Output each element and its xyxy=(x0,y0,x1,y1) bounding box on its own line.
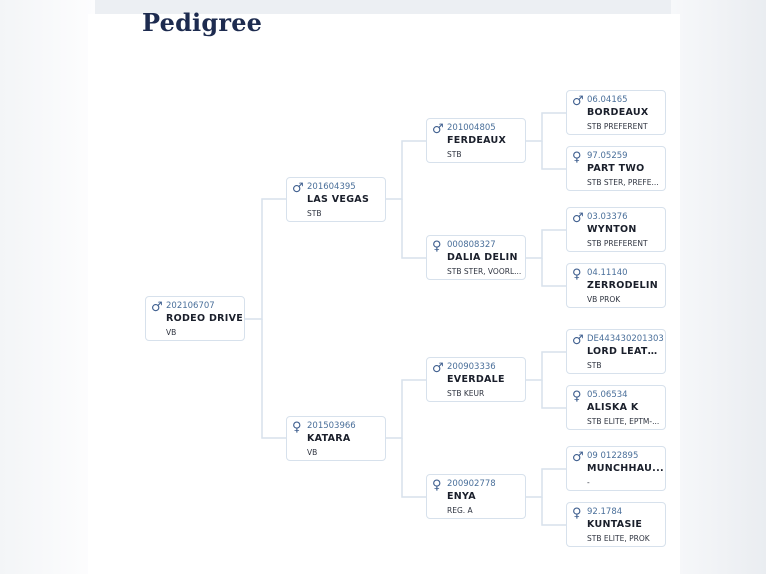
registration-number: 000808327 xyxy=(447,240,496,250)
registration-number: 06.04165 xyxy=(587,95,628,105)
studbook: STB xyxy=(587,361,602,370)
registration-number: 200903336 xyxy=(447,362,496,372)
registration-number: 05.06534 xyxy=(587,390,628,400)
connector-dalia-dam xyxy=(541,258,566,287)
connector-enya-sire xyxy=(525,468,566,498)
studbook: STB PREFERENT xyxy=(587,122,648,131)
registration-number: 09 0122895 xyxy=(587,451,639,461)
studbook: VB xyxy=(307,448,318,457)
connector-enya-dam xyxy=(541,497,566,526)
studbook: STB xyxy=(307,209,322,218)
female-icon: ♀ xyxy=(572,506,582,521)
registration-number: DE443430201303 xyxy=(587,334,664,344)
male-icon: ♂ xyxy=(572,94,584,109)
female-icon: ♀ xyxy=(572,150,582,165)
horse-name: WYNTON xyxy=(587,224,637,235)
horse-card-sss[interactable]: ♂ 06.04165 BORDEAUX STB PREFERENT xyxy=(566,90,666,135)
connector-subject-dam xyxy=(261,319,286,439)
connector-everdale-dam xyxy=(541,380,566,409)
connector-sire-sire xyxy=(385,140,426,200)
horse-name: FERDEAUX xyxy=(447,135,507,146)
male-icon: ♂ xyxy=(151,300,163,315)
page-title: Pedigree xyxy=(142,8,263,37)
horse-card-dds[interactable]: ♂ 09 0122895 MÜNCHHAU... - xyxy=(566,446,666,491)
studbook: STB ELITE, PROK xyxy=(587,534,650,543)
registration-number: 200902778 xyxy=(447,479,496,489)
connector-ferdeaux-dam xyxy=(541,141,566,170)
connector-everdale-sire xyxy=(525,351,566,381)
studbook: VB xyxy=(166,328,177,337)
male-icon: ♂ xyxy=(572,450,584,465)
studbook: STB STER, VOORL... xyxy=(447,267,522,276)
studbook: REG. A xyxy=(447,506,473,515)
horse-name: BORDEAUX xyxy=(587,107,649,118)
studbook: STB PREFERENT xyxy=(587,239,648,248)
registration-number: 92.1784 xyxy=(587,507,623,517)
connector-dalia-sire xyxy=(525,229,566,259)
horse-card-sdd[interactable]: ♀ 04.11140 ZERRODELIN VB PROK xyxy=(566,263,666,308)
horse-name: ENYA xyxy=(447,491,476,502)
male-icon: ♂ xyxy=(572,333,584,348)
horse-name: LAS VEGAS xyxy=(307,194,370,205)
horse-name: ALISKA K xyxy=(587,402,639,413)
studbook: STB STER, PREFE... xyxy=(587,178,659,187)
registration-number: 04.11140 xyxy=(587,268,628,278)
registration-number: 03.03376 xyxy=(587,212,628,222)
registration-number: 201004805 xyxy=(447,123,496,133)
female-icon: ♀ xyxy=(572,267,582,282)
studbook: - xyxy=(587,478,590,487)
right-backdrop xyxy=(671,0,766,574)
horse-card-dam[interactable]: ♀ 201503966 KATARA VB xyxy=(286,416,386,461)
horse-name: MÜNCHHAU... xyxy=(587,463,664,474)
horse-card-sire[interactable]: ♂ 201604395 LAS VEGAS STB xyxy=(286,177,386,222)
horse-card-dss[interactable]: ♂ DE443430201303 LORD LEATH... STB xyxy=(566,329,666,374)
studbook: STB xyxy=(447,150,462,159)
male-icon: ♂ xyxy=(572,211,584,226)
horse-card-ssd[interactable]: ♀ 97.05259 PART TWO STB STER, PREFE... xyxy=(566,146,666,191)
connector-subject-sire xyxy=(244,198,286,320)
studbook: VB PROK xyxy=(587,295,621,304)
horse-card-subject[interactable]: ♂ 202106707 RODEO DRIVE VB xyxy=(145,296,245,341)
studbook: STB KEUR xyxy=(447,389,485,398)
horse-name: DALIA DELIN xyxy=(447,252,518,263)
horse-card-sire-dam[interactable]: ♀ 000808327 DALIA DELIN STB STER, VOORL.… xyxy=(426,235,526,280)
horse-card-dam-sire[interactable]: ♂ 200903336 EVERDALE STB KEUR xyxy=(426,357,526,402)
male-icon: ♂ xyxy=(432,361,444,376)
horse-name: KATARA xyxy=(307,433,351,444)
horse-name: LORD LEATH... xyxy=(587,346,665,357)
horse-card-ddd[interactable]: ♀ 92.1784 KUNTASIE STB ELITE, PROK xyxy=(566,502,666,547)
female-icon: ♀ xyxy=(432,478,442,493)
horse-card-sire-sire[interactable]: ♂ 201004805 FERDEAUX STB xyxy=(426,118,526,163)
female-icon: ♀ xyxy=(572,389,582,404)
left-backdrop xyxy=(0,0,95,574)
connector-sire-dam xyxy=(401,199,426,259)
registration-number: 202106707 xyxy=(166,301,215,311)
horse-card-dsd[interactable]: ♀ 05.06534 ALISKA K STB ELITE, EPTM-... xyxy=(566,385,666,430)
horse-name: ZERRODELIN xyxy=(587,280,658,291)
registration-number: 201604395 xyxy=(307,182,356,192)
female-icon: ♀ xyxy=(292,420,302,435)
male-icon: ♂ xyxy=(292,181,304,196)
female-icon: ♀ xyxy=(432,239,442,254)
male-icon: ♂ xyxy=(432,122,444,137)
connector-dam-sire xyxy=(385,379,426,439)
horse-name: RODEO DRIVE xyxy=(166,313,244,324)
horse-card-dam-dam[interactable]: ♀ 200902778 ENYA REG. A xyxy=(426,474,526,519)
horse-name: KUNTASIE xyxy=(587,519,643,530)
horse-name: EVERDALE xyxy=(447,374,505,385)
registration-number: 201503966 xyxy=(307,421,356,431)
horse-card-sds[interactable]: ♂ 03.03376 WYNTON STB PREFERENT xyxy=(566,207,666,252)
connector-dam-dam xyxy=(401,438,426,498)
connector-ferdeaux-sire xyxy=(525,112,566,142)
studbook: STB ELITE, EPTM-... xyxy=(587,417,660,426)
horse-name: PART TWO xyxy=(587,163,645,174)
registration-number: 97.05259 xyxy=(587,151,628,161)
